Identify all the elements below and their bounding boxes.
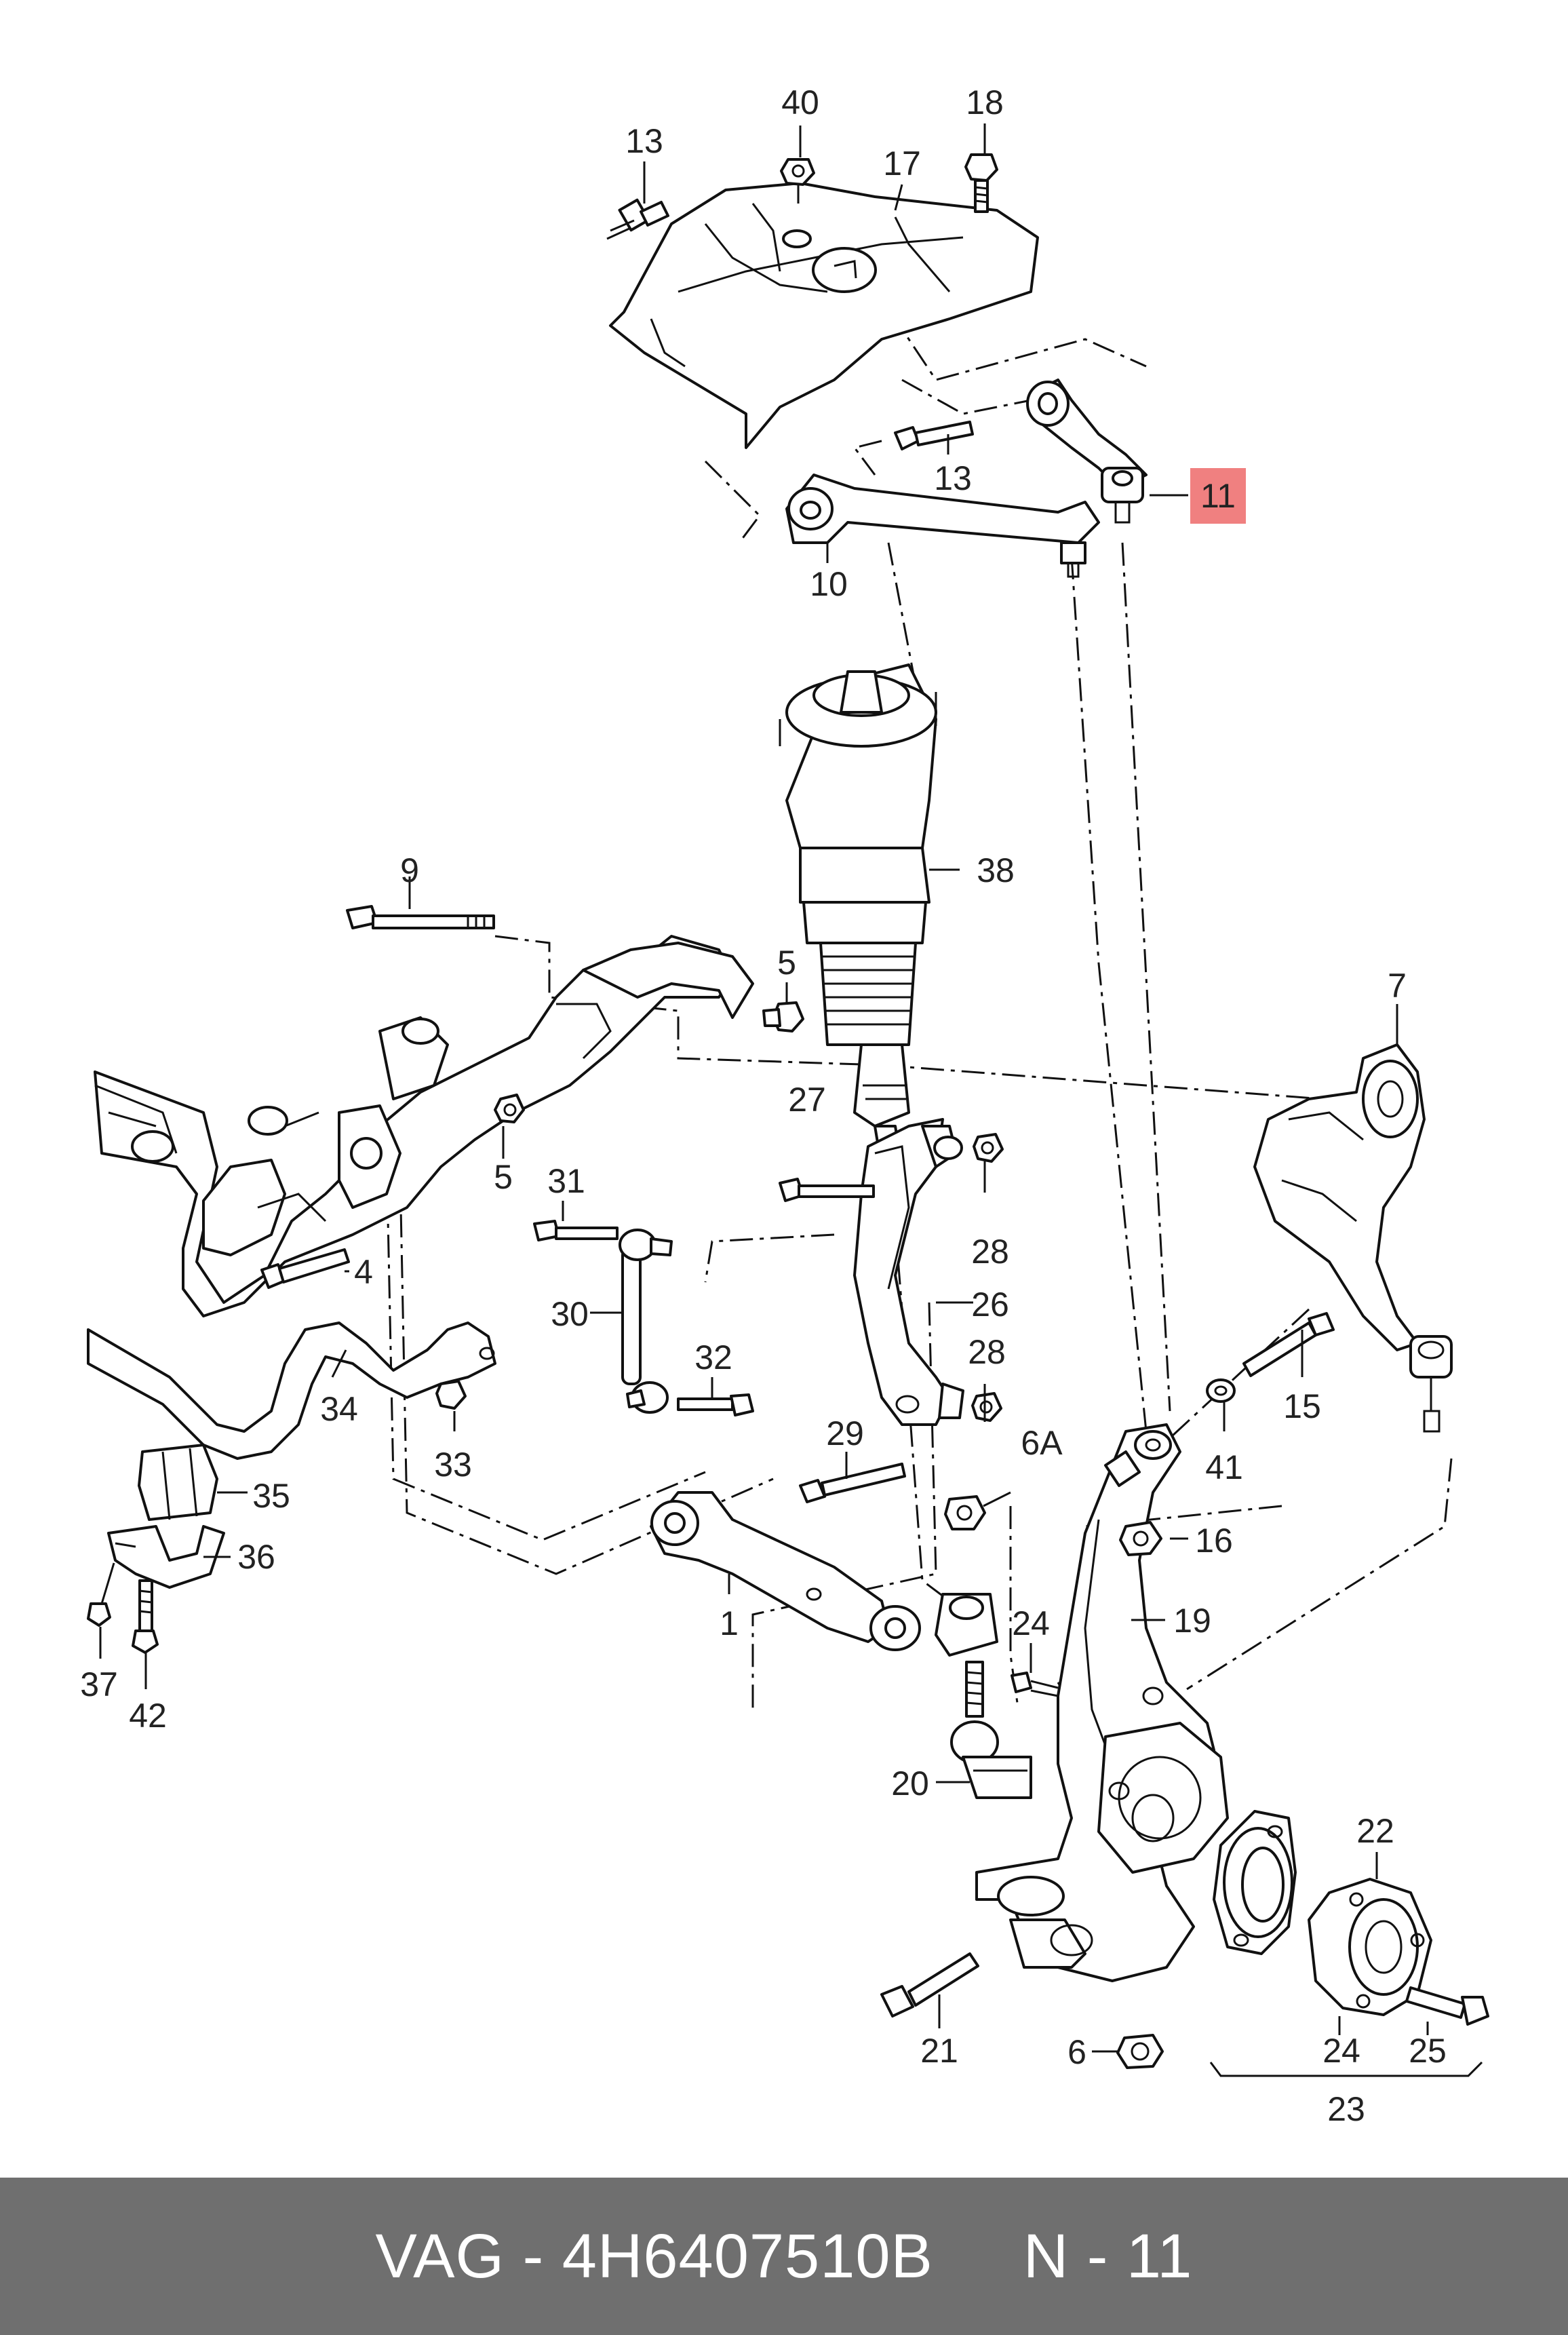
label-36: 36: [237, 1538, 275, 1576]
label-15: 15: [1283, 1387, 1321, 1425]
strut-fork-26: [853, 1118, 964, 1426]
coupling-rod-30: [619, 1229, 673, 1414]
part-number: 4H6407510B: [562, 2221, 933, 2291]
label-27: 27: [788, 1081, 826, 1119]
label-25: 25: [1409, 2032, 1447, 2070]
label-28-lower: 28: [968, 1333, 1006, 1371]
bracket-23: [1209, 2061, 1483, 2077]
label-23: 23: [1327, 2090, 1365, 2128]
nut-6A: [944, 1495, 986, 1530]
label-24-lower: 24: [1322, 2032, 1360, 2070]
label-29: 29: [826, 1414, 864, 1452]
label-7: 7: [1388, 967, 1407, 1005]
label-37: 37: [80, 1665, 118, 1703]
lower-control-arm-1: [650, 1491, 998, 1657]
label-6: 6: [1067, 2033, 1086, 2071]
bolt-9: [346, 905, 495, 929]
bolt-42: [132, 1579, 159, 1654]
label-5-upper: 5: [777, 944, 796, 982]
nut-33: [435, 1380, 467, 1410]
nut-40: [780, 158, 815, 204]
nut-28-lower: [971, 1392, 1002, 1422]
label-41: 41: [1205, 1448, 1243, 1486]
bushing-35: [138, 1444, 218, 1521]
label-24-upper: 24: [1012, 1604, 1050, 1642]
bolt-18: [964, 153, 998, 213]
bolt-31: [533, 1220, 619, 1241]
label-16: 16: [1195, 1522, 1233, 1560]
bolt-37: [87, 1562, 115, 1627]
label-13-top: 13: [625, 122, 663, 160]
clamp-36: [107, 1525, 225, 1589]
lower-control-arm-7: [1253, 1043, 1453, 1433]
label-31: 31: [547, 1162, 585, 1200]
nut-5-lower: [494, 1094, 525, 1123]
label-11: 11: [1200, 477, 1236, 515]
subframe: [94, 935, 754, 1317]
brand-separator: -: [505, 2221, 562, 2291]
upper-control-arm-10: [785, 474, 1100, 578]
bolt-32: [677, 1393, 754, 1416]
ball-joint-20: [950, 1661, 1032, 1799]
label-20: 20: [891, 1764, 929, 1802]
washer-41: [1206, 1378, 1236, 1403]
suspension-exploded-diagram: 40 18 13 17 13 11 10 38 9 5 7 27 31 5 28…: [80, 83, 1489, 2128]
nut-5-upper: [762, 1001, 804, 1033]
stabilizer-bar-34: [87, 1321, 496, 1460]
label-6A: 6A: [1021, 1424, 1063, 1462]
label-21: 21: [920, 2032, 958, 2070]
label-34: 34: [320, 1390, 358, 1428]
bolt-13-lower: [894, 421, 974, 450]
wheel-hub-22: [1308, 1878, 1432, 2016]
label-42: 42: [129, 1697, 167, 1735]
bolt-15: [1242, 1312, 1335, 1377]
label-32: 32: [694, 1338, 732, 1376]
label-19: 19: [1173, 1602, 1211, 1640]
label-10: 10: [810, 565, 848, 603]
wheel-bearing-23: [1213, 1810, 1297, 1955]
label-13-mid: 13: [934, 459, 972, 497]
label-22: 22: [1356, 1812, 1394, 1850]
label-9: 9: [400, 851, 419, 889]
label-4: 4: [354, 1253, 373, 1291]
footer-gap: [933, 2222, 1023, 2291]
label-1: 1: [720, 1604, 739, 1642]
bolt-24-upper: [1011, 1672, 1059, 1697]
wheel-bearing-housing-19: [975, 1423, 1229, 1982]
bolt-21: [880, 1952, 979, 2018]
bolt-13-upper: [606, 198, 669, 240]
nut-16: [1119, 1521, 1162, 1556]
label-28-upper: 28: [971, 1233, 1009, 1271]
label-33: 33: [434, 1446, 472, 1484]
upper-strut-mount-17: [609, 182, 1039, 449]
highlight-box-11: [1190, 468, 1246, 524]
label-18: 18: [966, 83, 1004, 121]
upper-control-arm-11: [1026, 379, 1148, 524]
air-strut-38: [779, 663, 937, 1148]
part-info-text: VAG - 4H6407510B N - 11: [376, 2221, 1193, 2292]
label-30: 30: [551, 1295, 589, 1333]
bolt-4: [260, 1248, 350, 1289]
nut-6: [1116, 2034, 1164, 2069]
part-info-footer: VAG - 4H6407510B N - 11: [0, 2178, 1568, 2335]
label-26: 26: [971, 1286, 1009, 1324]
label-40: 40: [781, 83, 819, 121]
bolt-25: [1405, 1986, 1489, 2026]
part-labels: 40 18 13 17 13 11 10 38 9 5 7 27 31 5 28…: [80, 83, 1447, 2128]
nut-28-upper: [973, 1133, 1004, 1163]
leader-lines: [99, 123, 1429, 2053]
bolt-27: [779, 1178, 875, 1202]
label-17: 17: [883, 144, 921, 182]
brand-name: VAG: [375, 2221, 505, 2291]
label-5-lower: 5: [494, 1158, 513, 1196]
label-38: 38: [977, 851, 1015, 889]
label-35: 35: [252, 1477, 290, 1515]
bolt-29: [799, 1463, 906, 1503]
diagram-position: N - 11: [1023, 2221, 1193, 2291]
